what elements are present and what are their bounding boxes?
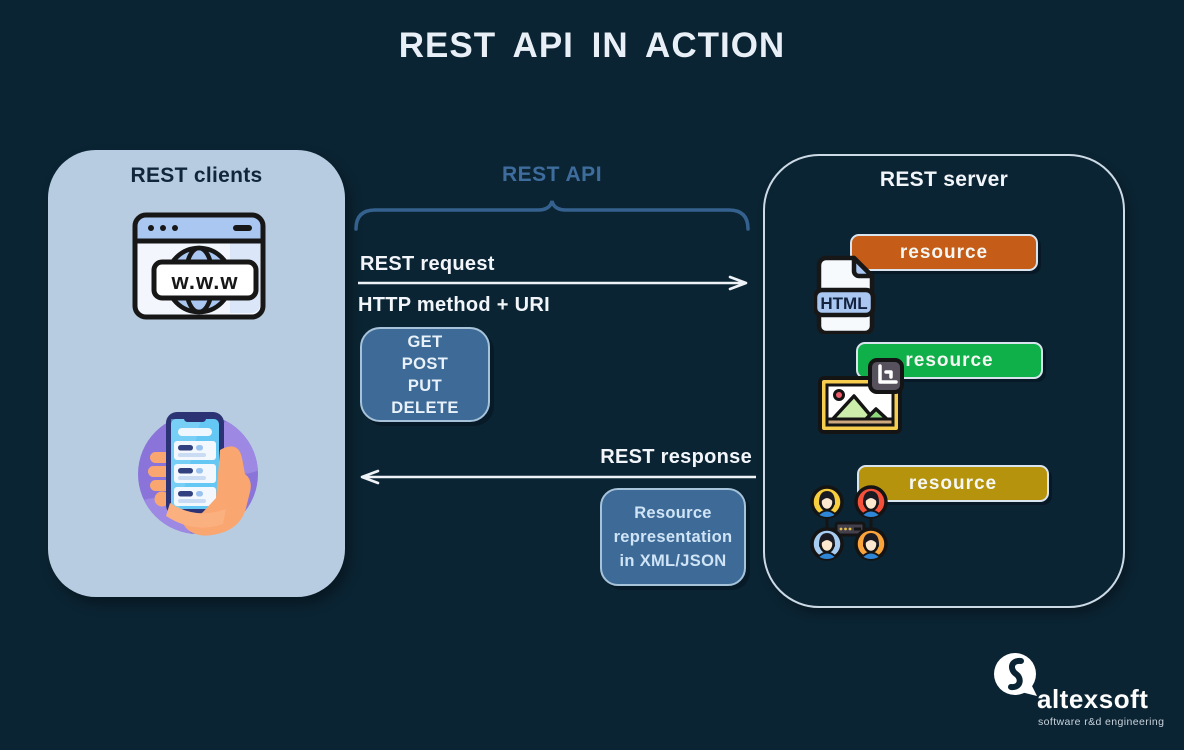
avatar-orange <box>854 527 888 561</box>
repr-line-1: Resource <box>634 504 712 522</box>
avatar-yellow <box>810 485 844 519</box>
request-arrow-right <box>358 275 748 291</box>
resource-badge-label: resource <box>899 241 989 263</box>
thumb <box>166 503 226 528</box>
page-title: REST API IN ACTION <box>398 26 786 65</box>
html-file-icon: HTML <box>814 255 876 334</box>
method-get: GET <box>407 332 443 351</box>
repr-line-2: representation <box>613 528 733 546</box>
altexsoft-logo-tagline: software r&d engineering <box>1038 716 1165 728</box>
http-methods-box: GET POST PUT DELETE <box>360 327 490 422</box>
crop-tool-icon <box>868 358 904 394</box>
rest-server-title: REST server <box>879 168 1009 191</box>
list-cards <box>174 441 216 506</box>
rest-server-panel: REST server resource resource resource H… <box>763 154 1125 608</box>
http-method-uri-label: HTTP method + URI <box>358 294 550 316</box>
rest-request-label: REST request <box>360 253 495 275</box>
users-network-icon <box>810 485 888 561</box>
html-label: HTML <box>820 294 867 313</box>
avatar-blue <box>810 527 844 561</box>
palm <box>178 446 251 536</box>
resource-badge-html: resource <box>850 234 1038 271</box>
image-icon <box>818 358 904 434</box>
altexsoft-logo-text: altexsoft <box>1037 684 1149 714</box>
www-label: w.w.w <box>171 269 239 294</box>
method-put: PUT <box>407 376 443 395</box>
mobile-phone-in-hand-icon <box>138 412 258 536</box>
altexsoft-logo-icon <box>994 653 1037 696</box>
rest-response-label: REST response <box>600 446 752 468</box>
resource-badge-image: resource <box>856 342 1043 379</box>
rest-clients-panel: REST clients w.w.w <box>48 150 345 597</box>
resource-representation-box: Resource representation in XML/JSON <box>600 488 746 586</box>
response-arrow-left <box>360 469 756 485</box>
resource-badge-users: resource <box>857 465 1049 502</box>
avatar-red <box>854 485 888 519</box>
rest-clients-title: REST clients <box>130 164 263 187</box>
resource-badge-label: resource <box>908 472 998 494</box>
method-post: POST <box>401 354 449 373</box>
api-scope-bracket <box>354 200 750 231</box>
web-browser-icon: w.w.w <box>132 212 266 320</box>
rest-api-label: REST API <box>501 163 603 186</box>
method-delete: DELETE <box>391 398 459 417</box>
repr-line-3: in XML/JSON <box>619 552 727 570</box>
resource-badge-label: resource <box>905 349 994 371</box>
